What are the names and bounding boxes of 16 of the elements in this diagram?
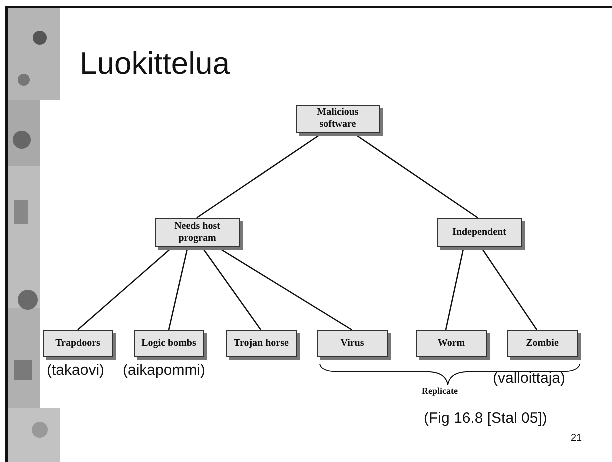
brace-label: Replicate [422, 386, 458, 396]
category-box: Independent [437, 218, 522, 247]
category-box: Malicious software [296, 105, 380, 133]
category-box: Trapdoors [43, 330, 113, 357]
translation-note: (aikapommi) [123, 362, 206, 379]
page-number: 21 [571, 433, 582, 444]
category-box: Trojan horse [226, 330, 297, 357]
translation-note: (takaovi) [47, 362, 105, 379]
figure-reference: (Fig 16.8 [Stal 05]) [424, 410, 548, 427]
category-box: Logic bombs [134, 330, 204, 357]
category-box: Needs host program [155, 218, 240, 247]
translation-note: (valloittaja) [493, 370, 566, 387]
category-box: Zombie [507, 330, 578, 357]
category-box: Virus [317, 330, 388, 357]
category-box: Worm [416, 330, 487, 357]
slide-title: Luokittelua [80, 46, 230, 82]
